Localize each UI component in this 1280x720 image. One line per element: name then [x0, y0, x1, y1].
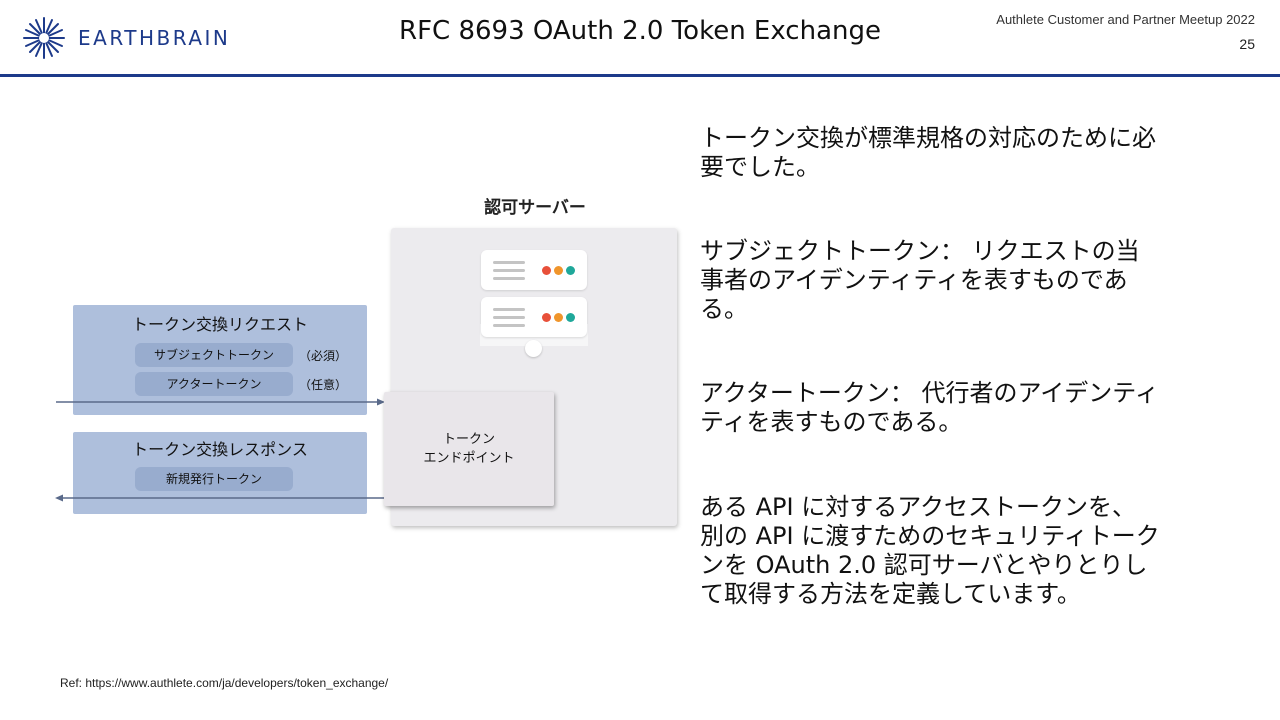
- server-unit-top: [481, 250, 587, 290]
- reference-link[interactable]: Ref: https://www.authlete.com/ja/develop…: [60, 676, 389, 690]
- server-knob: [525, 340, 542, 357]
- body-paragraph-1: トークン交換が標準規格の対応のために必要でした。: [700, 124, 1160, 182]
- actor-token-chip: アクタートークン: [135, 372, 293, 396]
- paragraph-text: サブジェクトトークン： リクエストの当事者のアイデンティティを表すものである。: [700, 237, 1140, 323]
- page-number: 25: [1239, 36, 1255, 52]
- issued-token-chip: 新規発行トークン: [135, 467, 293, 491]
- body-paragraph-2: サブジェクトトークン： リクエストの当事者のアイデンティティを表すものである。: [700, 237, 1160, 324]
- token-endpoint-label: トークン エンドポイント: [384, 430, 554, 468]
- authorization-server-label: 認可サーバー: [484, 198, 586, 218]
- paragraph-text: ある API に対するアクセストークンを、別の API に渡すためのセキュリティ…: [700, 493, 1160, 608]
- slide-title: RFC 8693 OAuth 2.0 Token Exchange: [399, 16, 881, 46]
- earthbrain-logo: EARTHBRAIN: [22, 16, 230, 60]
- event-name: Authlete Customer and Partner Meetup 202…: [996, 12, 1255, 27]
- endpoint-label-line2: エンドポイント: [423, 451, 515, 466]
- token-endpoint-box: トークン エンドポイント: [384, 392, 554, 506]
- response-arrowhead: [55, 494, 63, 502]
- endpoint-label-line1: トークン: [442, 432, 495, 447]
- subject-token-chip: サブジェクトトークン: [135, 343, 293, 367]
- body-paragraph-3: アクタートークン： 代行者のアイデンティティを表すものである。: [700, 379, 1160, 437]
- paragraph-text: トークン交換が標準規格の対応のために必要でした。: [700, 124, 1156, 181]
- starburst-logo-icon: [23, 17, 65, 59]
- body-paragraph-4: ある API に対するアクセストークンを、別の API に渡すためのセキュリティ…: [700, 493, 1160, 609]
- token-exchange-request-panel: トークン交換リクエスト サブジェクトトークン （必須） アクタートークン （任意…: [73, 305, 367, 415]
- actor-token-note: （任意）: [299, 378, 348, 392]
- request-panel-title: トークン交換リクエスト: [131, 315, 308, 334]
- response-panel-title: トークン交換レスポンス: [132, 440, 308, 459]
- subject-token-note: （必須）: [299, 349, 348, 363]
- paragraph-text: アクタートークン： 代行者のアイデンティティを表すものである。: [700, 379, 1159, 436]
- header-divider: [0, 74, 1280, 77]
- logo-wordmark: EARTHBRAIN: [78, 26, 231, 50]
- token-exchange-response-panel: トークン交換レスポンス 新規発行トークン: [73, 432, 367, 514]
- server-unit-bottom: [481, 297, 587, 337]
- slide-header: EARTHBRAIN RFC 8693 OAuth 2.0 Token Exch…: [0, 0, 1280, 77]
